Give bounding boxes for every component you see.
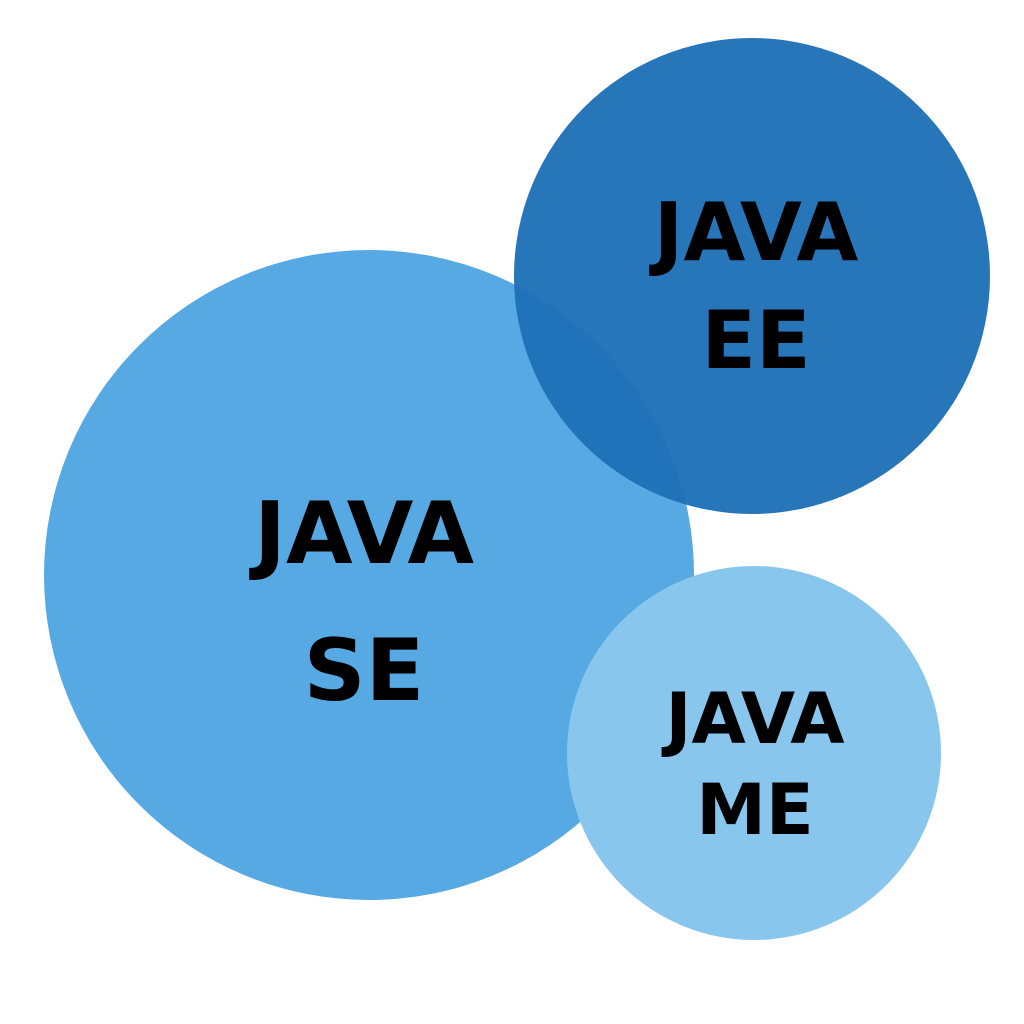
java-ee-circle [514, 38, 990, 514]
java-se-node: JAVA SE [44, 250, 694, 900]
java-me-node: JAVA ME [567, 566, 941, 940]
java-me-circle [567, 566, 941, 940]
java-ee-label-line2: EE [701, 294, 810, 387]
java-se-label-line2: SE [304, 621, 425, 721]
java-se-circle [44, 250, 694, 900]
java-me-label-line2: ME [696, 769, 813, 851]
java-me-label-line1: JAVA [661, 678, 844, 760]
java-se-label-line1: JAVA [249, 484, 474, 584]
java-ee-node: JAVA EE [514, 38, 990, 514]
java-ee-label-line1: JAVA [649, 186, 859, 279]
